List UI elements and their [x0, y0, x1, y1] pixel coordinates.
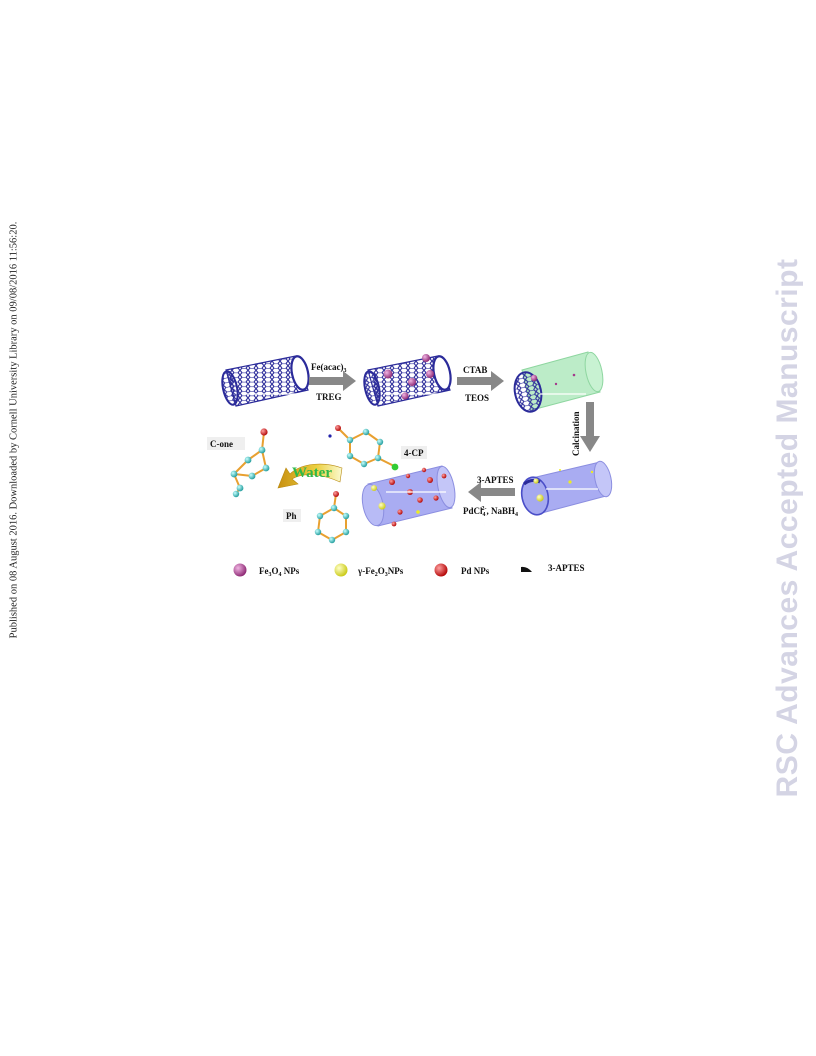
pd-particle	[433, 495, 439, 501]
step1-reagent-top: Fe(acac)	[311, 362, 343, 372]
reactant-label: 4-CP	[404, 448, 424, 458]
legend-item-aptes: 3-APTES	[521, 563, 585, 573]
legend: Fe3O4 NPs γ-Fe2O3NPs Pd NPs 3-APTES	[233, 563, 585, 578]
step2-arrow: CTAB TEOS	[457, 365, 504, 403]
step1-reagent-top-sub: 3	[343, 368, 346, 374]
step4-arrow: 3-APTES PdCl42-, NaBH4	[463, 475, 518, 518]
gamma-fe2o3-particle	[536, 494, 544, 502]
silica-coated-nanotube	[513, 351, 604, 413]
fe3o4-particle	[401, 392, 409, 400]
molecule-phenol: Ph	[283, 491, 350, 544]
svg-text:Fe(acac)3: Fe(acac)3	[311, 362, 346, 374]
fe3o4-particle	[383, 369, 393, 379]
svg-text:Pd NPs: Pd NPs	[461, 566, 490, 576]
svg-text:Fe3O4 NPs: Fe3O4 NPs	[259, 566, 300, 578]
step4-pdcl-sub: 4	[483, 512, 486, 518]
water-label: Water	[292, 465, 332, 481]
legend-item-pd: Pd NPs	[434, 563, 490, 577]
pd-particle	[441, 473, 447, 479]
fe3o4-swatch-icon	[233, 563, 247, 577]
pd-particle	[417, 497, 423, 503]
fe3o4-particle	[422, 354, 430, 362]
pd-swatch-icon	[434, 563, 448, 577]
fe3o4-particle	[426, 370, 434, 378]
gamma-fe2o3-particle	[533, 478, 539, 484]
step4-pdcl-sup: 2-	[482, 506, 487, 512]
step2-reagent-top: CTAB	[463, 365, 487, 375]
aptes-swatch-icon	[521, 566, 532, 572]
mesoporous-silica-tube	[520, 460, 613, 516]
svg-text:3-APTES: 3-APTES	[548, 563, 585, 573]
gamma-fe2o3-swatch-icon	[334, 563, 348, 577]
svg-text:PdCl42-, NaBH4: PdCl42-, NaBH4	[463, 506, 518, 518]
step1-reagent-bottom: TREG	[316, 392, 342, 402]
pd-particle	[391, 521, 397, 527]
step4-nabh: , NaBH	[487, 506, 516, 516]
pd-particle	[405, 473, 411, 479]
gamma-fe2o3-particle	[371, 485, 377, 491]
step3-arrow: Calcination	[571, 402, 600, 456]
pd-catalyst-tube	[361, 465, 456, 527]
molecule-4-chlorophenol: 4-CP	[328, 425, 427, 471]
carbon-nanotube-fe3o4	[363, 354, 452, 407]
step3-reagent: Calcination	[571, 411, 581, 456]
pd-particle	[389, 479, 395, 485]
product-cone-label: C-one	[210, 439, 233, 449]
molecule-cyclohexanone: C-one	[207, 428, 270, 498]
pd-particle	[397, 509, 403, 515]
step4-reagent-top: 3-APTES	[477, 475, 514, 485]
fe3o4-particle	[530, 374, 538, 382]
legend-item-gamma-fe2o3: γ-Fe2O3NPs	[334, 563, 404, 578]
water-reaction-arrow: Water	[277, 463, 343, 489]
svg-text:γ-Fe2O3NPs: γ-Fe2O3NPs	[357, 566, 404, 578]
step4-nabh-sub: 4	[515, 512, 518, 518]
step2-reagent-bottom: TEOS	[465, 393, 489, 403]
fe3o4-particle	[408, 378, 416, 386]
legend-item-fe3o4: Fe3O4 NPs	[233, 563, 300, 578]
pd-particle	[427, 477, 433, 483]
step4-pdcl: PdCl	[463, 506, 483, 516]
step1-arrow: Fe(acac)3 TREG	[309, 362, 356, 402]
pd-particle	[421, 467, 427, 473]
gamma-fe2o3-particle	[378, 502, 386, 510]
carbon-nanotube-pristine	[221, 355, 310, 407]
product-ph-label: Ph	[286, 511, 297, 521]
